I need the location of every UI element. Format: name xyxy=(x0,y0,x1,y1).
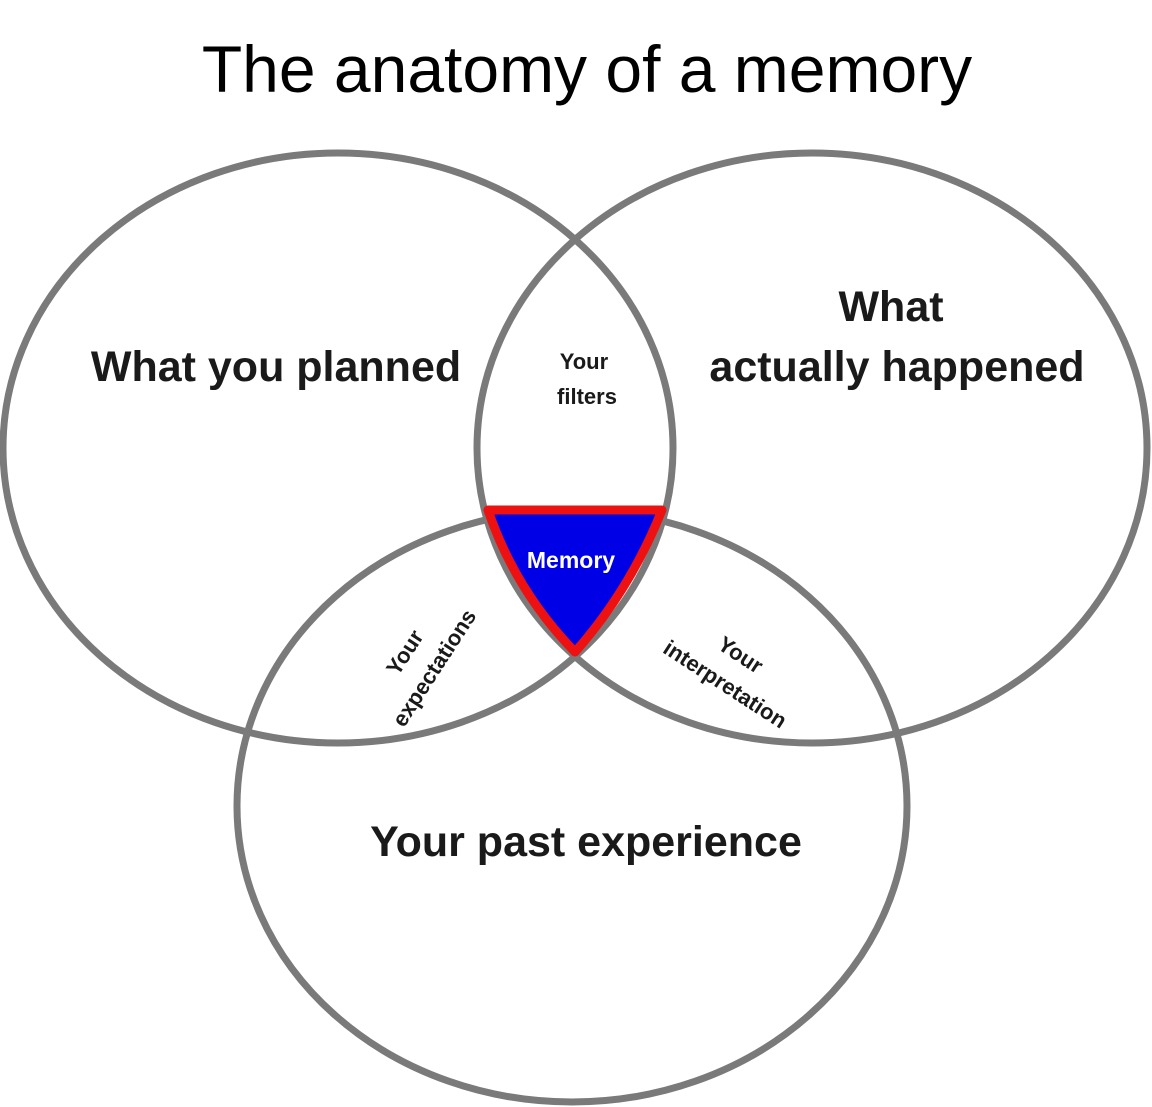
label-your-filters: Your filters xyxy=(557,349,617,409)
circle-what-you-planned xyxy=(0,149,677,747)
label-what-actually-happened-line2: actually happened xyxy=(709,343,1084,391)
label-your-filters-line1: Your xyxy=(560,349,609,374)
circle-what-actually-happened xyxy=(473,149,1151,747)
label-your-interpretation: Your interpretation xyxy=(659,607,810,733)
label-what-you-planned: What you planned xyxy=(91,343,461,391)
memory-region xyxy=(483,505,667,657)
diagram-title: The anatomy of a memory xyxy=(202,32,972,106)
label-what-actually-happened: What actually happened xyxy=(709,283,1084,391)
label-memory: Memory xyxy=(527,547,615,573)
label-what-actually-happened-line1: What xyxy=(838,283,943,331)
label-your-past-experience: Your past experience xyxy=(370,818,802,866)
label-your-expectations: Your expectations xyxy=(359,587,481,731)
label-your-filters-line2: filters xyxy=(557,384,617,409)
